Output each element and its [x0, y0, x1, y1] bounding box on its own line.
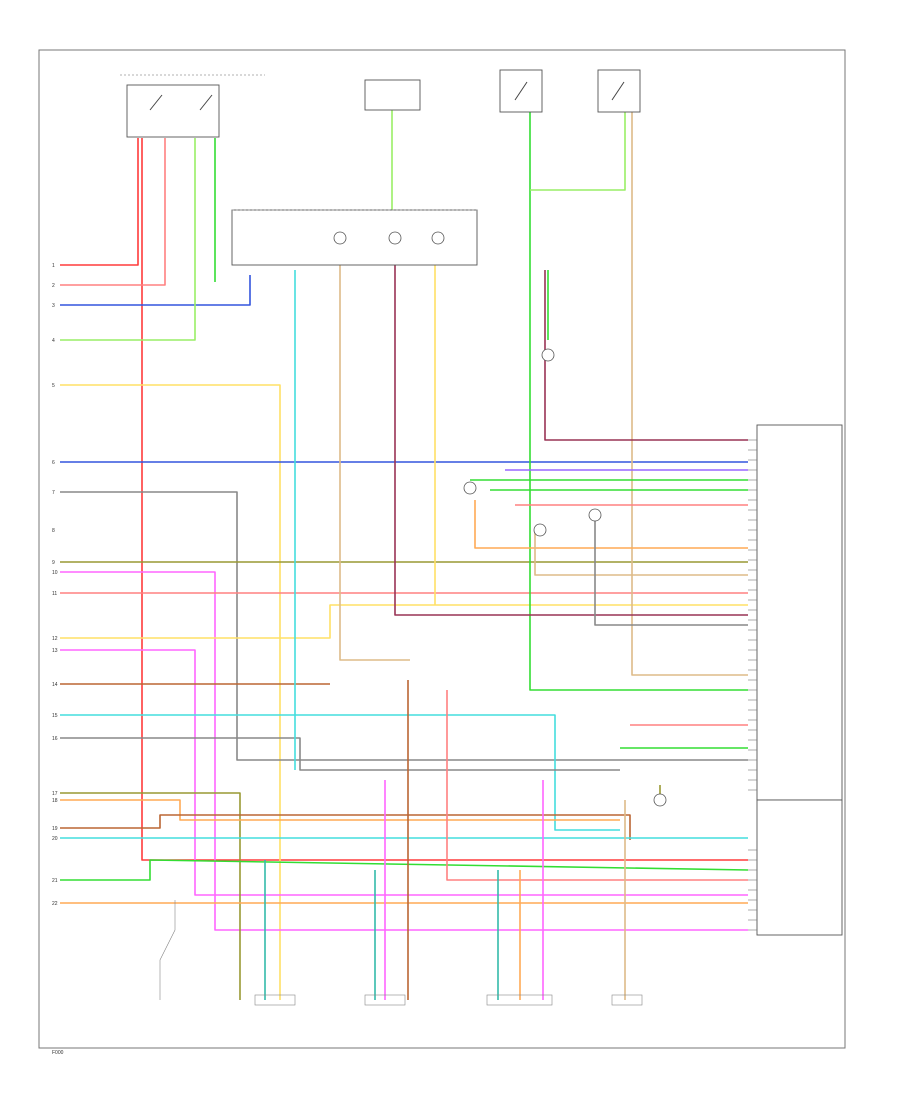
- sensor-symbol-3: [541, 348, 555, 362]
- pin-number-22: 22: [52, 901, 58, 907]
- wire-red-1: [141, 138, 748, 861]
- bottom-sensor-block-1: [364, 994, 406, 1006]
- switch-box-left: [126, 84, 220, 138]
- wire-cyan-15: [60, 714, 620, 831]
- wire-lightgreen-4: [60, 138, 196, 341]
- wire-darkred-26: [544, 270, 748, 441]
- wire-yellow-12: [60, 604, 748, 639]
- wire-green-21: [60, 859, 749, 881]
- wire-lightred-36: [446, 690, 748, 881]
- pin-number-9: 9: [52, 560, 55, 566]
- sensor-symbol-0: [333, 231, 347, 245]
- sensor-symbol-1: [388, 231, 402, 245]
- wire-gray-16: [60, 737, 620, 771]
- wire-tan-25: [631, 95, 748, 676]
- sensor-symbol-4: [463, 481, 477, 495]
- wire-olive-17: [60, 792, 241, 1000]
- pin-number-14: 14: [52, 682, 58, 688]
- sensor-symbol-5: [533, 523, 547, 537]
- bottom-sensor-block-0: [254, 994, 296, 1006]
- wire-gray-8: [60, 491, 748, 761]
- wire-tan-38: [534, 530, 748, 576]
- sensor-symbol-7: [653, 793, 667, 807]
- switch-box-right: [597, 69, 641, 113]
- lower-left-switch: [159, 900, 176, 1000]
- component-layer: [120, 69, 843, 1006]
- pin-number-4: 4: [52, 338, 55, 344]
- diagram-frame: [38, 49, 846, 1049]
- control-module-right: [756, 424, 843, 801]
- bottom-sensor-block-3: [611, 994, 643, 1006]
- switch-contact-3: [611, 81, 625, 101]
- pin-number-5: 5: [52, 383, 55, 389]
- pin-number-19: 19: [52, 826, 58, 832]
- switch-contact-0: [149, 94, 163, 111]
- wire-gray-39: [594, 520, 748, 626]
- pin-number-10: 10: [52, 570, 58, 576]
- pin-number-15: 15: [52, 713, 58, 719]
- wire-yellow-6: [60, 384, 281, 1000]
- wire-lightred-2: [60, 138, 166, 286]
- wire-brown-19: [60, 814, 631, 840]
- wire-green-23: [529, 95, 748, 691]
- wire-pink-10: [60, 571, 748, 931]
- pin-number-21: 21: [52, 878, 58, 884]
- pin-number-1: 1: [52, 263, 55, 269]
- wire-orange-37: [474, 500, 748, 549]
- pin-number-13: 13: [52, 648, 58, 654]
- pin-number-2: 2: [52, 283, 55, 289]
- pin-number-18: 18: [52, 798, 58, 804]
- switch-box-mid: [499, 69, 543, 113]
- sensor-symbol-6: [588, 508, 602, 522]
- pin-number-7: 7: [52, 490, 55, 496]
- wire-blue-3: [60, 275, 251, 306]
- pin-number-3: 3: [52, 303, 55, 309]
- switch-contact-2: [514, 81, 528, 101]
- pin-number-11: 11: [52, 591, 57, 597]
- sensor-symbol-2: [431, 231, 445, 245]
- wire-layer: [60, 95, 749, 1000]
- control-module-lower: [756, 799, 843, 936]
- pin-number-8: 8: [52, 528, 55, 534]
- fuse-box-top: [364, 79, 421, 111]
- bottom-sensor-block-2: [486, 994, 553, 1006]
- pin-number-12: 12: [52, 636, 58, 642]
- wire-red-0: [60, 138, 139, 266]
- wire-pink-13: [60, 649, 748, 896]
- pin-number-17: 17: [52, 791, 58, 797]
- wire-tan-31: [339, 240, 410, 661]
- pin-number-16: 16: [52, 736, 58, 742]
- footer-code: F000: [52, 1050, 64, 1056]
- wire-darkred-29: [394, 240, 748, 616]
- switch-contact-1: [199, 94, 213, 111]
- wire-orange-18: [60, 799, 620, 821]
- pin-number-6: 6: [52, 460, 55, 466]
- wire-lightgreen-24: [530, 95, 626, 191]
- pin-number-20: 20: [52, 836, 58, 842]
